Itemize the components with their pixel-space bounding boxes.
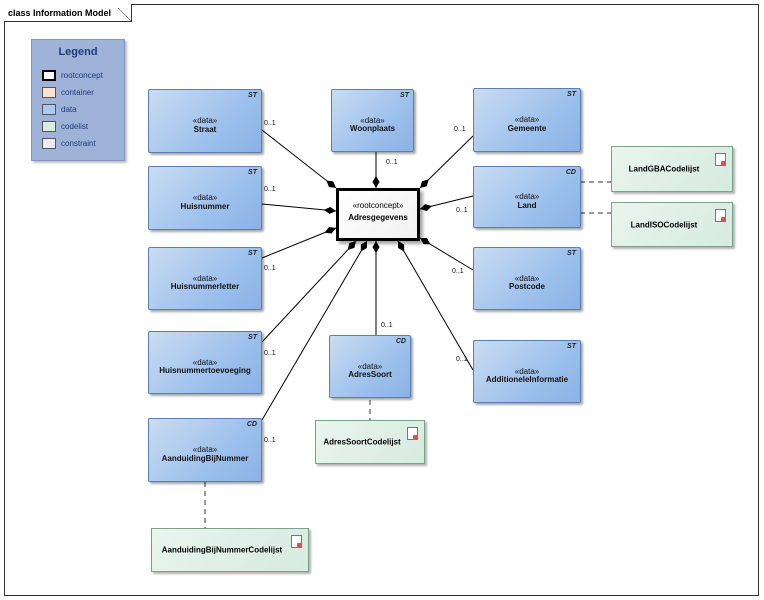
class-name: AanduidingBijNummer: [161, 453, 249, 463]
legend-swatch: [42, 70, 56, 81]
legend: Legend rootconcept container data codeli…: [31, 39, 125, 161]
class-land[interactable]: CD «data» Land: [473, 166, 581, 228]
class-name: Straat: [193, 124, 217, 134]
mult-gemeente: 0..1: [454, 126, 466, 133]
class-straat[interactable]: ST «data» Straat: [148, 89, 262, 153]
legend-swatch: [42, 121, 56, 132]
type-tag: CD: [565, 169, 576, 176]
class-adresgegevens[interactable]: «rootconcept» Adresgegevens: [336, 188, 420, 241]
stereotype: «rootconcept»: [352, 201, 404, 210]
class-name: Huisnummertoevoeging: [159, 366, 251, 376]
stereotype: «data»: [514, 192, 540, 202]
stereotype: «data»: [192, 273, 218, 283]
codelist-name: LandGBACodelijst: [628, 164, 700, 174]
diagram-title: class Information Model: [4, 4, 133, 22]
codelist-name: AdresSoortCodelijst: [323, 437, 401, 447]
type-tag: CD: [246, 421, 257, 428]
class-postcode[interactable]: ST «data» Postcode: [473, 247, 581, 310]
class-huisnummerletter[interactable]: ST «data» Huisnummerletter: [148, 247, 262, 310]
class-name: Postcode: [508, 282, 545, 292]
legend-item-rootconcept: rootconcept: [42, 69, 103, 82]
assoc-postcode: [419, 237, 474, 271]
assoc-straat: [261, 129, 337, 189]
stereotype: «data»: [357, 361, 383, 371]
class-name: AdresSoort: [348, 370, 392, 380]
mult-adressoort: 0..1: [381, 322, 393, 329]
class-name: Woonplaats: [349, 124, 396, 134]
class-huisnummertoevoeging[interactable]: ST «data» Huisnummertoevoeging: [148, 331, 262, 394]
codelist-icon: [407, 427, 418, 440]
stereotype: «data»: [192, 357, 218, 367]
class-name: Adresgegevens: [348, 213, 408, 222]
type-tag: ST: [248, 250, 257, 257]
legend-label: constraint: [61, 139, 96, 148]
stereotype: «data»: [360, 115, 385, 125]
class-name: AdditioneleInformatie: [485, 375, 569, 385]
assoc-huisnummer: [261, 203, 337, 214]
assoc-huisnummertoevoeging: [261, 240, 357, 343]
assoc-land: [419, 195, 474, 211]
stereotype: «data»: [514, 366, 540, 376]
assoc-huisnummerletter: [261, 227, 337, 259]
mult-huisnummertoevoeging: 0..1: [264, 350, 276, 357]
stereotype: «data»: [192, 445, 218, 455]
legend-swatch: [42, 104, 56, 115]
codelist-icon: [291, 535, 302, 548]
mult-postcode: 0..1: [452, 268, 464, 275]
mult-huisnummer: 0..1: [264, 186, 276, 193]
legend-title: Legend: [58, 46, 98, 58]
class-name: Land: [517, 200, 537, 210]
assoc-gemeente: [419, 135, 474, 189]
type-tag: ST: [248, 92, 257, 99]
stereotype: «data»: [192, 193, 218, 203]
legend-swatch: [42, 87, 56, 98]
codelist-landgba[interactable]: LandGBACodelijst: [611, 146, 733, 192]
mult-additioneleinformatie: 0..1: [456, 356, 468, 363]
stereotype: «data»: [514, 273, 540, 283]
class-woonplaats[interactable]: ST «data» Woonplaats: [331, 89, 414, 152]
legend-item-container: container: [42, 86, 94, 99]
type-tag: CD: [395, 338, 406, 345]
class-aanduidingbijnummer[interactable]: CD «data» AanduidingBijNummer: [148, 418, 262, 482]
assoc-additioneleinformatie: [397, 240, 474, 371]
legend-swatch: [42, 138, 56, 149]
mult-land: 0..1: [456, 207, 468, 214]
codelist-name: LandISOCodelijst: [630, 220, 698, 229]
codelist-aanduidingbijnummer[interactable]: AanduidingBijNummerCodelijst: [151, 528, 309, 572]
class-gemeente[interactable]: ST «data» Gemeente: [473, 88, 581, 152]
codelist-adressoort[interactable]: AdresSoortCodelijst: [315, 420, 425, 464]
legend-item-codelist: codelist: [42, 120, 88, 133]
type-tag: ST: [248, 169, 257, 176]
legend-label: data: [61, 105, 77, 114]
stereotype: «data»: [192, 116, 218, 126]
legend-label: container: [61, 88, 94, 97]
codelist-icon: [715, 209, 726, 222]
type-tag: ST: [567, 343, 576, 350]
type-tag: ST: [567, 91, 576, 98]
assoc-aanduidingbijnummer: [261, 240, 368, 421]
mult-aanduidingbijnummer: 0..1: [264, 437, 276, 444]
codelist-name: AanduidingBijNummerCodelijst: [161, 545, 283, 555]
class-huisnummer[interactable]: ST «data» Huisnummer: [148, 166, 262, 230]
codelist-landiso[interactable]: LandISOCodelijst: [611, 202, 733, 247]
class-name: Gemeente: [507, 123, 547, 133]
type-tag: ST: [400, 92, 409, 99]
type-tag: ST: [567, 250, 576, 257]
legend-item-data: data: [42, 103, 77, 116]
class-name: Huisnummer: [180, 201, 230, 211]
class-additioneleinformatie[interactable]: ST «data» AdditioneleInformatie: [473, 340, 581, 403]
type-tag: ST: [248, 334, 257, 341]
mult-huisnummerletter: 0..1: [264, 265, 276, 272]
class-name: Huisnummerletter: [170, 282, 240, 292]
mult-straat: 0..1: [264, 120, 276, 127]
mult-woonplaats: 0..1: [386, 159, 398, 166]
codelist-icon: [715, 153, 726, 166]
legend-item-constraint: constraint: [42, 137, 96, 150]
legend-label: rootconcept: [61, 71, 103, 80]
class-adressoort[interactable]: CD «data» AdresSoort: [329, 335, 411, 398]
legend-label: codelist: [61, 122, 89, 131]
stereotype: «data»: [514, 115, 540, 125]
